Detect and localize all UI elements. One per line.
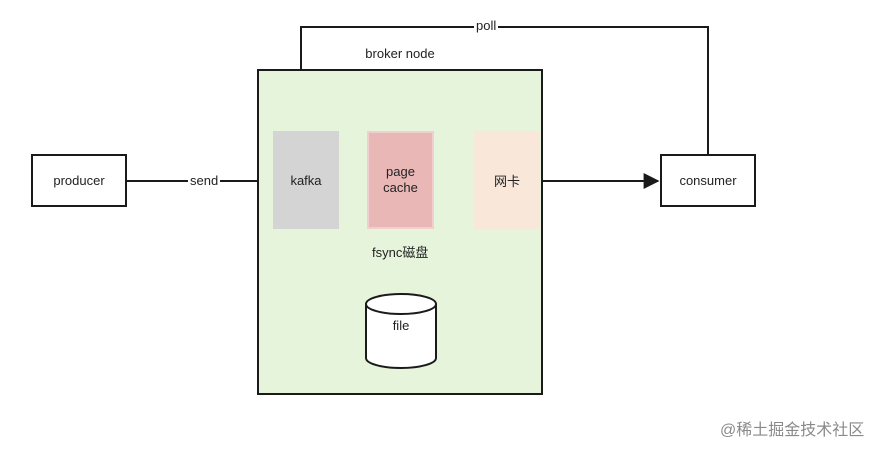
file-cylinder-icon bbox=[365, 293, 437, 369]
fsync-label: fsync磁盘 bbox=[370, 245, 431, 261]
watermark: @稀土掘金技术社区 bbox=[720, 422, 865, 439]
page-cache-node: page cache bbox=[367, 131, 434, 229]
page-cache-label-line1: page bbox=[386, 164, 415, 179]
kafka-node: kafka bbox=[273, 131, 339, 229]
consumer-node: consumer bbox=[660, 154, 756, 207]
poll-label: poll bbox=[474, 18, 499, 34]
file-label: file bbox=[392, 317, 410, 333]
producer-node: producer bbox=[31, 154, 127, 207]
nic-node: 网卡 bbox=[474, 131, 540, 229]
page-cache-label-line2: cache bbox=[383, 180, 418, 195]
broker-node-label: broker node bbox=[365, 45, 435, 61]
send-label: send bbox=[188, 173, 221, 189]
